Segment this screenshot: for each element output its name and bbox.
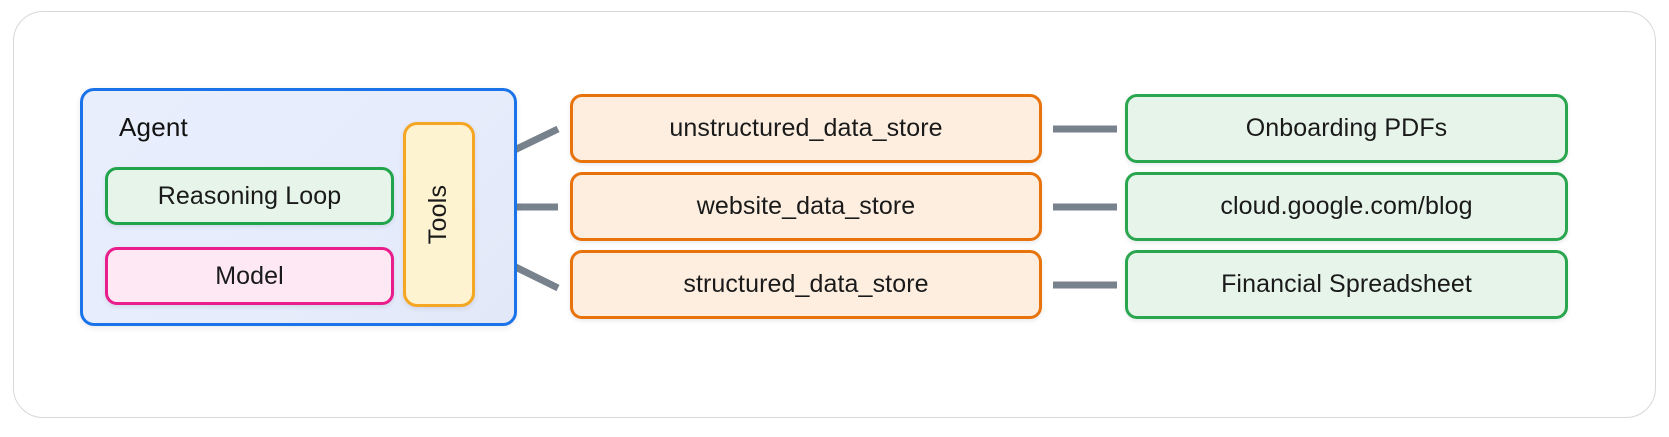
unstructured-data-store-node[interactable]: unstructured_data_store [570, 94, 1042, 163]
cloud-google-blog-node[interactable]: cloud.google.com/blog [1125, 172, 1568, 241]
reasoning-loop-node[interactable]: Reasoning Loop [105, 167, 394, 225]
tools-node[interactable]: Tools [403, 122, 475, 307]
financial-spreadsheet-node[interactable]: Financial Spreadsheet [1125, 250, 1568, 319]
tools-label: Tools [424, 184, 453, 245]
structured-data-store-node[interactable]: structured_data_store [570, 250, 1042, 319]
unstructured-data-store-label: unstructured_data_store [669, 114, 943, 142]
structured-data-store-label: structured_data_store [683, 270, 929, 298]
cloud-google-blog-label: cloud.google.com/blog [1220, 192, 1473, 220]
model-label: Model [215, 261, 284, 290]
reasoning-loop-label: Reasoning Loop [157, 181, 342, 210]
onboarding-pdfs-node[interactable]: Onboarding PDFs [1125, 94, 1568, 163]
onboarding-pdfs-label: Onboarding PDFs [1245, 114, 1448, 142]
website-data-store-node[interactable]: website_data_store [570, 172, 1042, 241]
website-data-store-label: website_data_store [696, 192, 916, 220]
financial-spreadsheet-label: Financial Spreadsheet [1221, 270, 1472, 298]
agent-label: Agent [119, 112, 188, 142]
model-node[interactable]: Model [105, 247, 394, 305]
